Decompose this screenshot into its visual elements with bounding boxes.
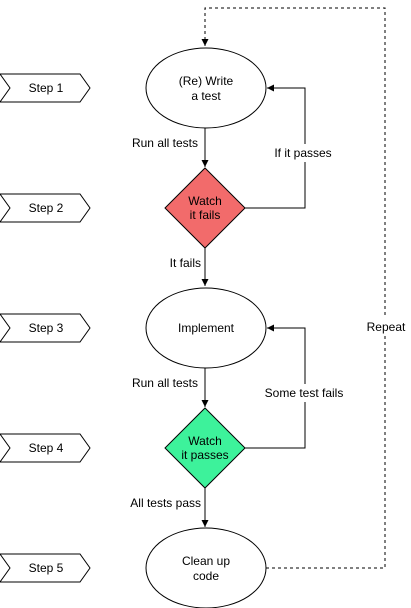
node-write-test-line-2: a test <box>191 89 221 103</box>
step-3-chevron: Step 3 <box>0 313 91 343</box>
node-watch-pass: Watch it passes <box>164 407 246 489</box>
step-2-chevron: Step 2 <box>0 193 91 223</box>
node-write-test-line-1: (Re) Write <box>179 74 234 88</box>
node-watch-fail: Watch it fails <box>164 167 246 249</box>
step-1-label: Step 1 <box>29 81 64 95</box>
repeat-connector <box>201 7 386 569</box>
node-watch-fail-line-1: Watch <box>188 194 222 208</box>
step-4-label: Step 4 <box>29 441 64 455</box>
node-write-test: (Re) Write a test <box>145 47 267 129</box>
node-watch-pass-line-1: Watch <box>188 434 222 448</box>
edge-label-repeat: Repeat <box>364 318 408 336</box>
node-watch-pass-line-2: it passes <box>181 448 228 462</box>
node-watch-fail-line-2: it fails <box>190 208 221 222</box>
node-clean-up: Clean up code <box>145 527 267 608</box>
step-4-chevron: Step 4 <box>0 433 91 463</box>
edge-label-it-fails: It fails <box>162 254 204 272</box>
node-clean-up-line-2: code <box>193 569 219 583</box>
edge-label-if-it-passes: If it passes <box>270 144 340 162</box>
svg-text:Some test fails: Some test fails <box>265 386 344 400</box>
edge-label-some-test-fails: Some test fails <box>260 384 350 402</box>
step-1-chevron: Step 1 <box>0 73 91 103</box>
node-implement-label: Implement <box>178 321 235 335</box>
edge-label-run-all-tests-2: Run all tests <box>128 374 204 392</box>
node-clean-up-line-1: Clean up <box>182 554 230 568</box>
svg-text:Repeat: Repeat <box>367 320 406 334</box>
svg-text:Run all tests: Run all tests <box>132 136 198 150</box>
svg-text:If it passes: If it passes <box>274 146 331 160</box>
step-3-label: Step 3 <box>29 321 64 335</box>
edge-label-all-tests-pass: All tests pass <box>124 494 204 512</box>
svg-text:Run all tests: Run all tests <box>132 376 198 390</box>
step-5-chevron: Step 5 <box>0 553 91 583</box>
step-5-label: Step 5 <box>29 561 64 575</box>
node-implement: Implement <box>145 287 267 369</box>
step-2-label: Step 2 <box>29 201 64 215</box>
edge-label-run-all-tests-1: Run all tests <box>128 134 204 152</box>
svg-text:It fails: It fails <box>170 256 201 270</box>
svg-text:All tests pass: All tests pass <box>130 496 201 510</box>
